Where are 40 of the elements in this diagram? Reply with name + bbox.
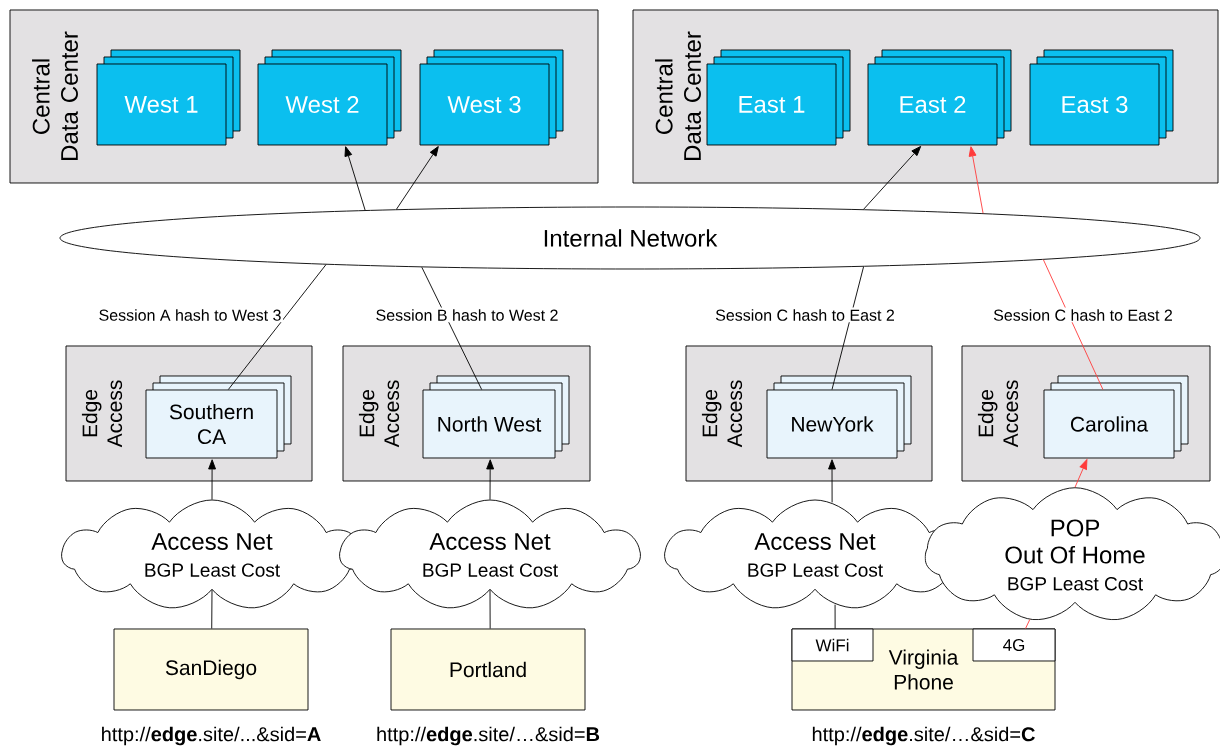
arrow [1074, 459, 1088, 488]
connection-tab: 4G [972, 628, 1056, 662]
server-stack: West 1 [96, 49, 241, 146]
url-text: http://edge.site/…&sid=C [812, 726, 1035, 746]
device-box: SanDiego [113, 628, 309, 711]
connector-line [1025, 619, 1031, 629]
edge-label: Session C hash to East 2 [713, 307, 897, 323]
edge-server-stack: Southern CA [145, 375, 292, 459]
url-text: http://edge.site/…&sid=B [377, 726, 600, 746]
server-stack: West 2 [257, 49, 402, 146]
connector-line [227, 264, 327, 390]
edge-server-stack: Carolina [1043, 375, 1189, 459]
edge-label: Session A hash to West 3 [97, 307, 283, 323]
server-stack: West 3 [419, 49, 564, 146]
edge-label: Session B hash to West 2 [374, 307, 560, 323]
access-network-cloud: POP Out Of Home BGP Least Cost [924, 487, 1220, 621]
edge-server-stack: NewYork [766, 375, 912, 459]
edge-server-stack: North West [422, 375, 570, 459]
arrow [968, 146, 984, 214]
network-cloud: Internal Network [59, 206, 1201, 270]
arrow [208, 459, 216, 500]
device-box: Portland [390, 628, 586, 711]
edge-label: Session C hash to East 2 [991, 307, 1175, 323]
arrow [828, 459, 836, 503]
access-network-cloud: Access Net BGP Least Cost [339, 499, 641, 609]
server-stack: East 1 [706, 49, 851, 146]
connector-line [834, 604, 836, 629]
server-stack: East 3 [1029, 49, 1174, 146]
connection-tab: WiFi [791, 628, 874, 662]
connector-line [1042, 259, 1104, 390]
access-network-cloud: Access Net BGP Least Cost [664, 499, 966, 609]
arrow [396, 146, 439, 210]
arrow [486, 459, 495, 500]
connector-line [421, 266, 483, 390]
arrow [863, 145, 922, 210]
connector-line [831, 266, 865, 390]
arrow [344, 146, 366, 211]
server-stack: East 2 [867, 49, 1012, 146]
access-network-cloud: Access Net BGP Least Cost [61, 499, 363, 609]
url-text: http://edge.site/...&sid=A [102, 726, 321, 746]
